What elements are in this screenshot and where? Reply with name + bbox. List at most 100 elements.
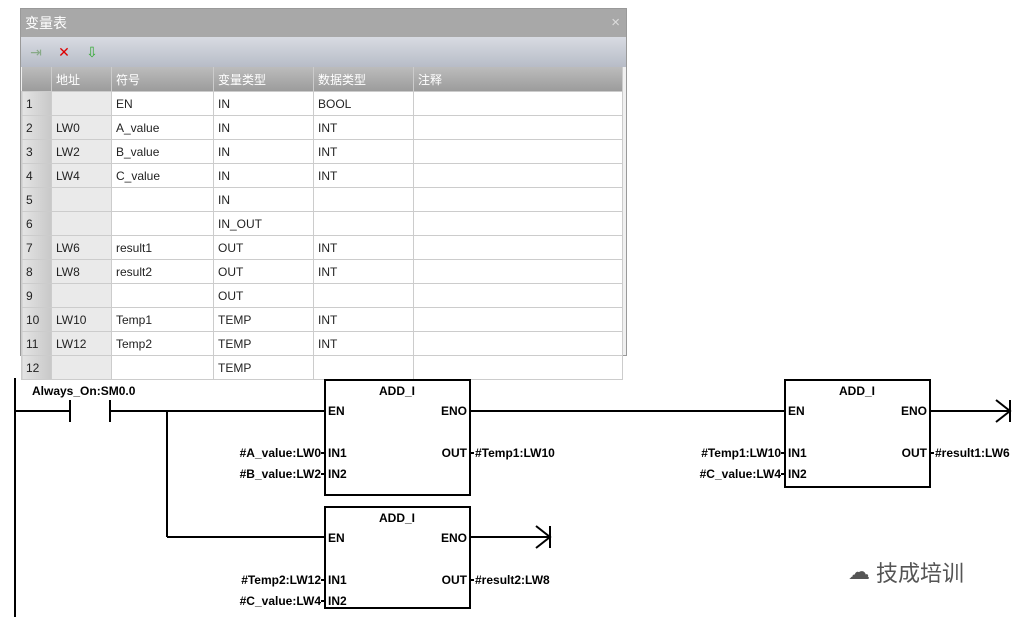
table-cell[interactable] xyxy=(111,355,214,380)
table-cell[interactable]: 2 xyxy=(21,115,52,140)
column-header[interactable]: 变量类型 xyxy=(213,67,314,92)
table-cell[interactable]: Temp1 xyxy=(111,307,214,332)
table-cell[interactable]: 3 xyxy=(21,139,52,164)
table-cell[interactable]: LW8 xyxy=(51,259,112,284)
block-out: OUT xyxy=(902,446,928,460)
table-cell[interactable]: 5 xyxy=(21,187,52,212)
table-cell[interactable] xyxy=(51,283,112,308)
table-cell[interactable]: 8 xyxy=(21,259,52,284)
table-cell[interactable]: LW6 xyxy=(51,235,112,260)
table-cell[interactable]: IN xyxy=(213,187,314,212)
table-cell[interactable]: 9 xyxy=(21,283,52,308)
table-row[interactable]: 12 TEMP xyxy=(21,355,623,380)
table-cell[interactable] xyxy=(313,283,414,308)
table-cell[interactable]: IN xyxy=(213,91,314,116)
table-cell[interactable] xyxy=(51,91,112,116)
table-cell[interactable]: INT xyxy=(313,115,414,140)
table-cell[interactable] xyxy=(51,355,112,380)
table-cell[interactable] xyxy=(413,331,623,356)
delete-row-icon[interactable]: ✕ xyxy=(58,43,70,60)
table-row[interactable]: 5 IN xyxy=(21,187,623,212)
table-cell[interactable]: LW2 xyxy=(51,139,112,164)
table-cell[interactable]: 12 xyxy=(21,355,52,380)
table-cell[interactable] xyxy=(413,139,623,164)
table-cell[interactable] xyxy=(111,283,214,308)
table-row[interactable]: 6 IN_OUT xyxy=(21,211,623,236)
table-cell[interactable]: INT xyxy=(313,235,414,260)
table-cell[interactable] xyxy=(313,211,414,236)
table-cell[interactable]: Temp2 xyxy=(111,331,214,356)
table-cell[interactable]: 6 xyxy=(21,211,52,236)
table-cell[interactable] xyxy=(413,307,623,332)
table-cell[interactable]: LW10 xyxy=(51,307,112,332)
table-cell[interactable] xyxy=(413,211,623,236)
table-cell[interactable]: A_value xyxy=(111,115,214,140)
table-cell[interactable] xyxy=(51,187,112,212)
table-cell[interactable]: LW0 xyxy=(51,115,112,140)
table-cell[interactable]: INT xyxy=(313,139,414,164)
table-cell[interactable] xyxy=(111,187,214,212)
table-cell[interactable]: INT xyxy=(313,307,414,332)
table-cell[interactable]: IN xyxy=(213,163,314,188)
table-cell[interactable]: 11 xyxy=(21,331,52,356)
table-cell[interactable] xyxy=(413,355,623,380)
table-cell[interactable] xyxy=(413,235,623,260)
table-cell[interactable] xyxy=(413,115,623,140)
table-cell[interactable]: OUT xyxy=(213,235,314,260)
table-cell[interactable]: result1 xyxy=(111,235,214,260)
close-button[interactable]: × xyxy=(611,14,620,31)
table-cell[interactable] xyxy=(313,187,414,212)
column-header[interactable]: 注释 xyxy=(413,67,623,92)
table-cell[interactable]: INT xyxy=(313,259,414,284)
table-cell[interactable]: 7 xyxy=(21,235,52,260)
table-cell[interactable]: BOOL xyxy=(313,91,414,116)
table-cell[interactable] xyxy=(413,283,623,308)
column-header[interactable]: 数据类型 xyxy=(313,67,414,92)
table-cell[interactable] xyxy=(51,211,112,236)
table-cell[interactable] xyxy=(111,211,214,236)
download-icon[interactable]: ⇩ xyxy=(86,43,98,60)
table-cell[interactable] xyxy=(413,163,623,188)
table-cell[interactable]: 1 xyxy=(21,91,52,116)
table-cell[interactable] xyxy=(413,259,623,284)
table-cell[interactable] xyxy=(413,187,623,212)
column-header[interactable]: 符号 xyxy=(111,67,214,92)
table-cell[interactable]: TEMP xyxy=(213,355,314,380)
table-cell[interactable]: LW4 xyxy=(51,163,112,188)
table-cell[interactable]: result2 xyxy=(111,259,214,284)
table-cell[interactable]: TEMP xyxy=(213,331,314,356)
table-cell[interactable]: IN_OUT xyxy=(213,211,314,236)
table-cell[interactable] xyxy=(413,91,623,116)
table-cell[interactable]: B_value xyxy=(111,139,214,164)
insert-row-icon[interactable]: ⇥ xyxy=(30,43,42,60)
table-cell[interactable]: OUT xyxy=(213,259,314,284)
table-cell[interactable]: IN xyxy=(213,139,314,164)
table-cell[interactable]: TEMP xyxy=(213,307,314,332)
block-in2: IN2 xyxy=(788,467,807,481)
table-cell[interactable] xyxy=(313,355,414,380)
table-cell[interactable]: 4 xyxy=(21,163,52,188)
block-en: EN xyxy=(788,404,805,418)
table-cell[interactable]: C_value xyxy=(111,163,214,188)
table-cell[interactable]: INT xyxy=(313,331,414,356)
table-cell[interactable]: 10 xyxy=(21,307,52,332)
table-cell[interactable]: OUT xyxy=(213,283,314,308)
column-header[interactable]: 地址 xyxy=(51,67,112,92)
table-cell[interactable]: INT xyxy=(313,163,414,188)
table-cell[interactable]: EN xyxy=(111,91,214,116)
table-cell[interactable]: LW12 xyxy=(51,331,112,356)
column-header[interactable] xyxy=(21,67,52,92)
table-cell[interactable]: IN xyxy=(213,115,314,140)
table-row[interactable]: 9 OUT xyxy=(21,283,623,308)
